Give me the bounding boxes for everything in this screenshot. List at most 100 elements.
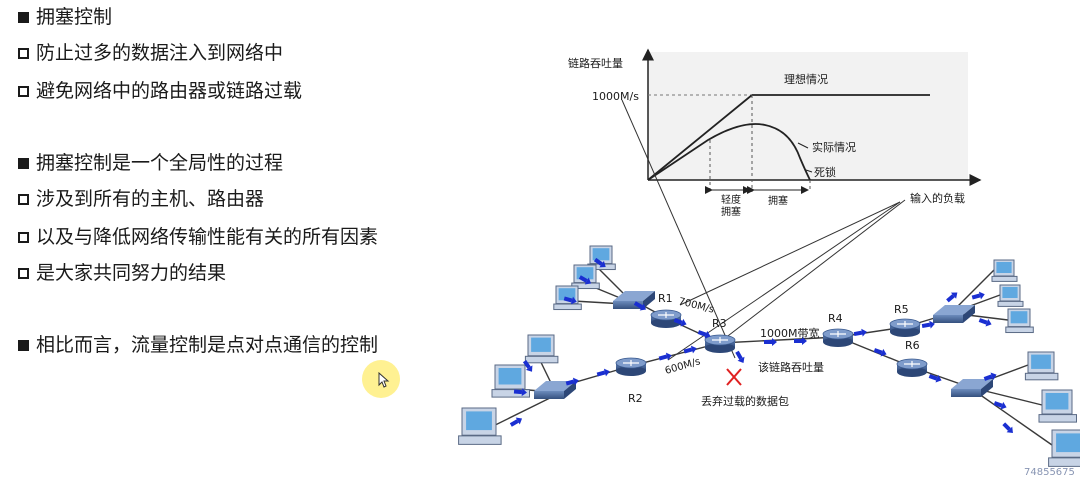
bullet-text: 以及与降低网络传输性能有关的所有因素: [36, 226, 379, 248]
pc-icon: [571, 264, 600, 290]
pc-icon: [458, 407, 502, 445]
throughput-label: 该链路吞吐量: [758, 360, 824, 374]
router-label-r3: R3: [712, 317, 727, 330]
packet-arrow-icon: [983, 372, 997, 381]
router-label-r4: R4: [828, 312, 843, 325]
packet-arrow-icon: [697, 330, 711, 339]
switch-left-top-icon: [613, 291, 655, 309]
router-label-r2: R2: [628, 392, 643, 405]
packet-arrow-icon: [853, 328, 867, 337]
bullet-text: 涉及到所有的主机、路由器: [36, 188, 265, 210]
router-icon-r2: [615, 357, 647, 376]
pc-icon: [1024, 351, 1059, 381]
packet-arrow-icon: [873, 348, 887, 357]
actual-curve: [647, 123, 811, 181]
switch-group: [534, 291, 993, 399]
leader-line-load-3: [719, 199, 906, 343]
bullet-text: 拥塞控制: [36, 6, 113, 28]
drop-icon: [726, 368, 742, 386]
packet-arrow-icon: [513, 388, 527, 397]
pc-icon: [997, 284, 1024, 307]
packet-arrow-icon: [978, 318, 992, 327]
congestion-label: 拥塞: [768, 194, 788, 207]
bullet-text: 拥塞控制是一个全局性的过程: [36, 152, 284, 174]
bullet-text: 相比而言，流量控制是点对点通信的控制: [36, 334, 379, 356]
actual-label: 实际情况: [812, 140, 856, 154]
packet-arrow-icon: [509, 417, 523, 427]
throughput-graph: 链路吞吐量 1000M/s 理想情况 实际情况 死锁 轻度 拥塞 拥塞 输入的负…: [568, 48, 982, 218]
pc-icon: [1048, 429, 1080, 467]
packet-arrow-icon: [563, 296, 577, 305]
light-label-2: 拥塞: [721, 205, 741, 218]
packet-arrow-icon: [971, 291, 985, 300]
network-link: [719, 336, 839, 344]
bullet-text: 防止过多的数据注入到网络中: [36, 42, 284, 64]
bullet-item: 相比而言，流量控制是点对点通信的控制: [18, 332, 378, 358]
square-bullet-icon: [18, 11, 29, 23]
switch-right-top-icon: [933, 305, 975, 323]
packet-arrow-icon: [593, 257, 606, 268]
switch-right-bottom-icon: [951, 379, 993, 397]
packet-arrow-icon: [764, 338, 777, 346]
packet-arrow-icon: [673, 318, 687, 327]
pc-icon: [991, 259, 1018, 282]
packet-arrow-icon: [658, 352, 672, 361]
watermark: 74855675: [1024, 467, 1075, 478]
hollow-square-bullet-icon: [18, 193, 29, 205]
packet-arrow-icon: [683, 345, 697, 354]
light-label-1: 轻度: [721, 193, 741, 206]
square-bullet-icon: [18, 339, 29, 351]
router-label-r1: R1: [658, 292, 673, 305]
actual-pointer: [797, 142, 809, 149]
deadlock-pointer: [805, 169, 813, 173]
switch-left-bottom-icon: [534, 381, 576, 399]
y-axis-label: 链路吞吐量: [568, 56, 623, 70]
ideal-label: 理想情况: [784, 72, 828, 86]
packet-arrow-icon: [596, 368, 610, 377]
hollow-square-bullet-icon: [18, 47, 29, 59]
packet-arrow-icon: [946, 292, 958, 303]
router-icon-r4: [822, 328, 854, 347]
bullet-item: 拥塞控制: [18, 4, 112, 30]
packet-arrows: [509, 257, 1013, 433]
y-tick-label: 1000M/s: [592, 90, 639, 103]
router-label-r5: R5: [894, 303, 909, 316]
bullet-item: 涉及到所有的主机、路由器: [18, 186, 264, 212]
packet-arrow-icon: [921, 320, 935, 329]
hollow-square-bullet-icon: [18, 267, 29, 279]
bullet-text: 是大家共同努力的结果: [36, 262, 227, 284]
pc-icon: [491, 364, 530, 398]
ideal-curve: [647, 94, 753, 181]
router-icon-r1: [650, 309, 682, 328]
cursor-arrow-icon: [378, 372, 390, 388]
router-icon-r3: [704, 334, 736, 353]
pc-group: [458, 245, 1080, 467]
deadlock-label: 死锁: [814, 165, 836, 179]
packet-arrow-icon: [794, 337, 807, 345]
bullet-item: 防止过多的数据注入到网络中: [18, 40, 283, 66]
router-label-r6: R6: [905, 339, 920, 352]
router-group: [615, 309, 928, 377]
bandwidth-label: 1000M带宽: [760, 326, 820, 340]
x-axis-label: 输入的负载: [910, 191, 965, 205]
hollow-square-bullet-icon: [18, 85, 29, 97]
router-icon-r6: [896, 358, 928, 377]
hollow-square-bullet-icon: [18, 231, 29, 243]
drop-label: 丢弃过载的数据包: [701, 394, 789, 408]
packet-arrow-icon: [993, 401, 1007, 410]
packet-arrow-icon: [1002, 422, 1013, 433]
packet-arrow-icon: [565, 377, 579, 386]
bullet-item: 避免网络中的路由器或链路过载: [18, 78, 302, 104]
bullet-item: 以及与降低网络传输性能有关的所有因素: [18, 224, 378, 250]
pc-icon: [1038, 389, 1077, 423]
packet-arrow-icon: [578, 275, 592, 285]
packet-arrow-icon: [522, 359, 533, 372]
bullet-item: 是大家共同努力的结果: [18, 260, 226, 286]
pc-icon: [524, 334, 559, 364]
graph-background: [648, 52, 968, 180]
square-bullet-icon: [18, 157, 29, 169]
bullet-item: 拥塞控制是一个全局性的过程: [18, 150, 283, 176]
network-link: [968, 386, 1053, 446]
packet-arrow-icon: [928, 374, 942, 383]
